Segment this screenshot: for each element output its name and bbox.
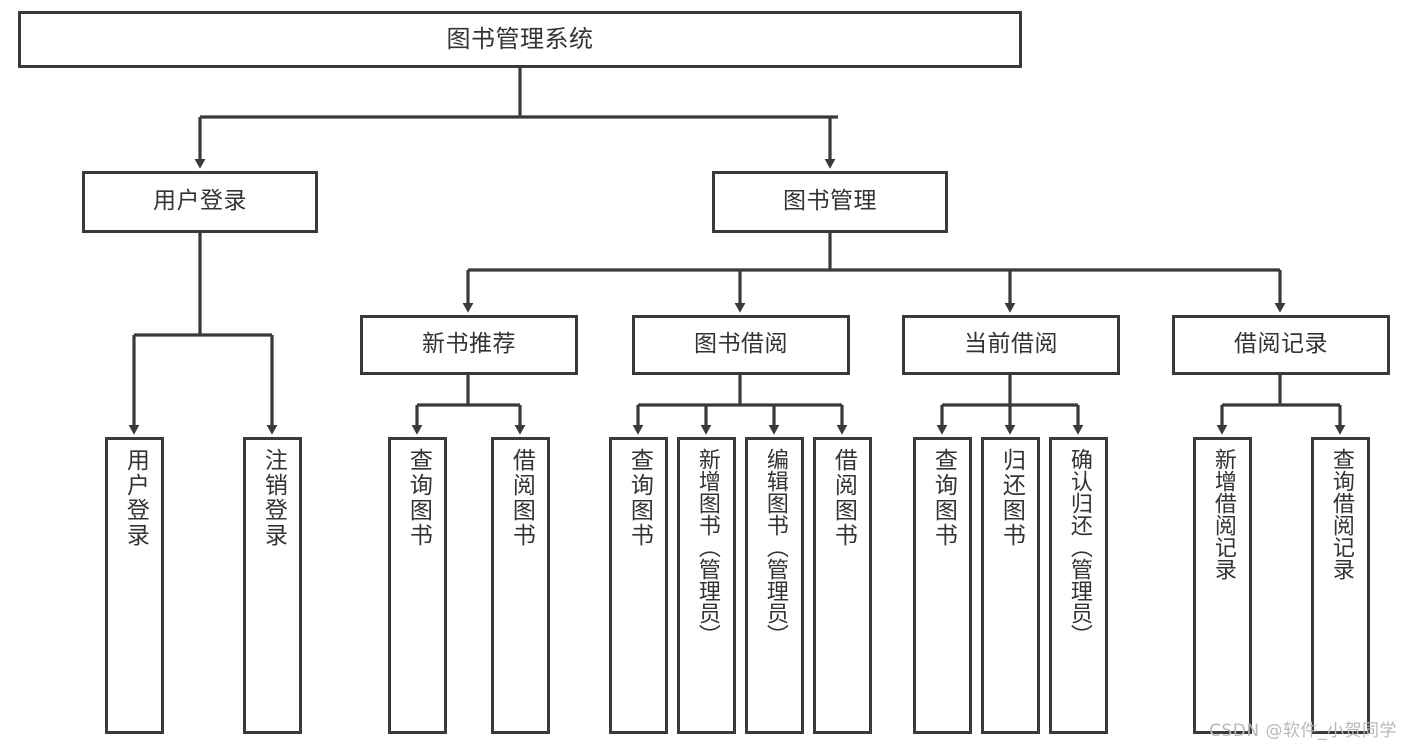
node-label: 图书管理系统 [446, 25, 594, 54]
node-label: 查询借阅记录 [1328, 448, 1354, 580]
node-label: 查询图书 [405, 448, 432, 548]
node-label: 借阅记录 [1234, 331, 1328, 358]
node-label: 查询图书 [626, 448, 653, 548]
leaf-logout-login[interactable]: 注销登录 [243, 437, 302, 734]
node-user-login[interactable]: 用户登录 [82, 171, 318, 233]
node-borrow-record[interactable]: 借阅记录 [1172, 315, 1390, 375]
leaf-borrow-book-borrow[interactable]: 借阅图书 [813, 437, 872, 734]
node-label: 图书管理 [783, 188, 877, 215]
node-current-borrow[interactable]: 当前借阅 [902, 315, 1120, 375]
leaf-return-book[interactable]: 归还图书 [981, 437, 1040, 734]
node-label: 归还图书 [998, 448, 1025, 548]
node-book-borrow[interactable]: 图书借阅 [632, 315, 850, 375]
node-label: 新增图书（管理员） [694, 448, 720, 646]
node-label: 用户登录 [122, 448, 149, 548]
node-label: 当前借阅 [964, 331, 1058, 358]
leaf-borrow-book-recommend[interactable]: 借阅图书 [491, 437, 550, 734]
node-label: 确认归还（管理员） [1066, 448, 1092, 646]
leaf-query-book-recommend[interactable]: 查询图书 [388, 437, 447, 734]
node-label: 图书借阅 [694, 331, 788, 358]
node-label: 注销登录 [260, 448, 287, 548]
node-label: 新书推荐 [422, 331, 516, 358]
node-label: 编辑图书（管理员） [762, 448, 788, 646]
node-book-management[interactable]: 图书管理 [712, 171, 948, 233]
node-label: 查询图书 [930, 448, 957, 548]
node-root-system[interactable]: 图书管理系统 [18, 11, 1022, 68]
node-label: 用户登录 [153, 188, 247, 215]
node-label: 借阅图书 [508, 448, 535, 548]
leaf-confirm-return[interactable]: 确认归还（管理员） [1049, 437, 1108, 734]
leaf-query-borrow-record[interactable]: 查询借阅记录 [1311, 437, 1370, 734]
node-new-book-recommend[interactable]: 新书推荐 [360, 315, 578, 375]
leaf-user-login[interactable]: 用户登录 [105, 437, 164, 734]
leaf-query-book-borrow[interactable]: 查询图书 [609, 437, 668, 734]
node-label: 新增借阅记录 [1210, 448, 1236, 580]
watermark-text: CSDN @软件_小贺同学 [1209, 721, 1397, 741]
leaf-edit-book[interactable]: 编辑图书（管理员） [745, 437, 804, 734]
node-label: 借阅图书 [830, 448, 857, 548]
leaf-query-book-current[interactable]: 查询图书 [913, 437, 972, 734]
leaf-add-borrow-record[interactable]: 新增借阅记录 [1193, 437, 1252, 734]
leaf-add-book[interactable]: 新增图书（管理员） [677, 437, 736, 734]
